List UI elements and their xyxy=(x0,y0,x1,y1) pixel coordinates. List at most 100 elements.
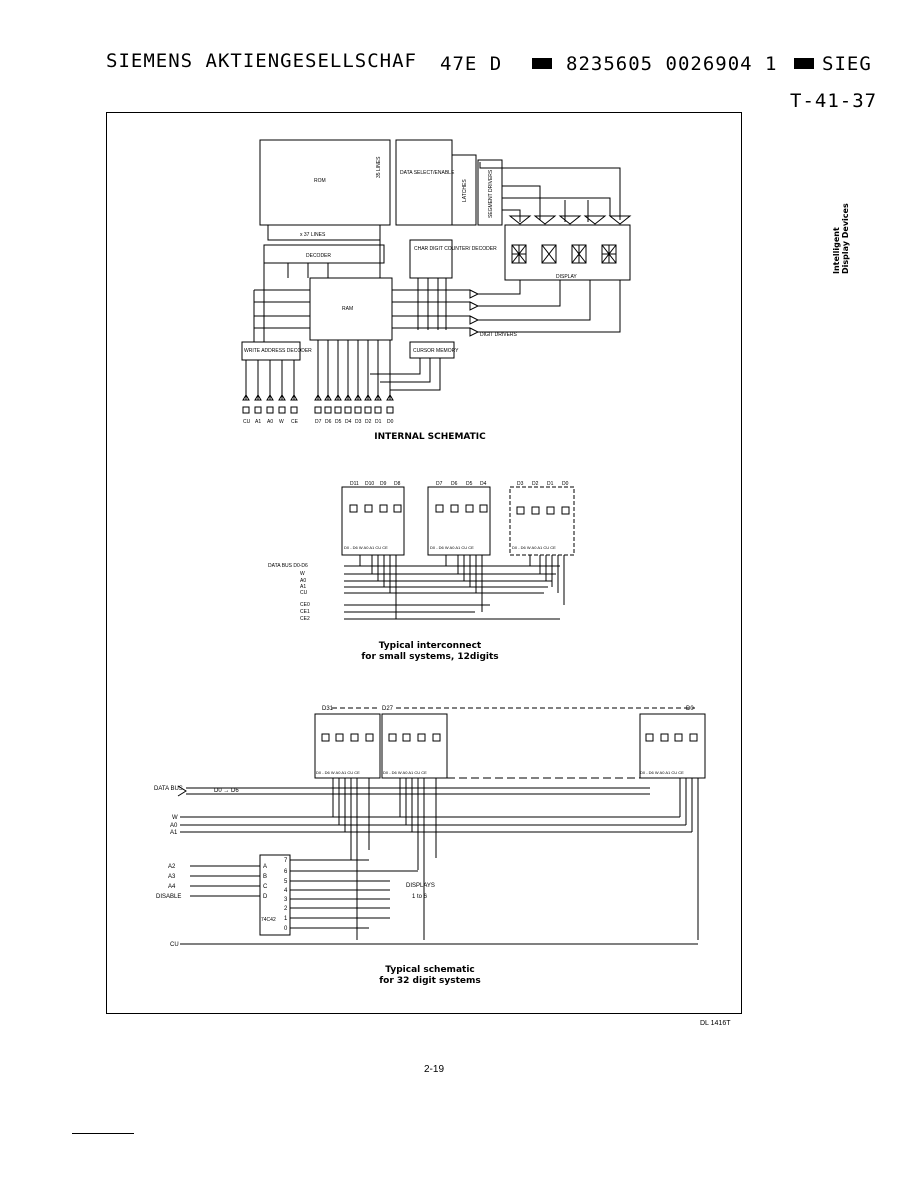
data-select-label: DATA SELECT/ENABLE xyxy=(400,170,455,176)
char-counter-block xyxy=(409,239,453,279)
data-select-block xyxy=(395,139,453,226)
decoder-output-label: 5 xyxy=(284,879,288,885)
decoder-input-label: A2 xyxy=(168,864,176,870)
bus-range-label: D0 → D6 xyxy=(214,788,239,794)
pin-label: D7 xyxy=(315,419,322,425)
decoder-output-label: 3 xyxy=(284,897,288,903)
digit-label: D4 xyxy=(480,481,487,487)
page-number: 2-19 xyxy=(424,1064,445,1075)
displays-range-label: 1 to 6 xyxy=(412,894,428,900)
signal-label: A1 xyxy=(170,830,178,836)
write-decoder-label: WRITE ADDRESS DECODER xyxy=(244,348,312,354)
segment-drivers-block xyxy=(477,159,503,226)
decoder-output-label: 4 xyxy=(284,888,288,894)
digit-label: D6 xyxy=(451,481,458,487)
chip-d31 xyxy=(314,713,381,779)
digit-label: D3 xyxy=(517,481,524,487)
decoder-output-label: 1 xyxy=(284,916,288,922)
decoder-name-label: 74C42 xyxy=(261,917,276,923)
pin-label: CU xyxy=(243,419,251,425)
pin-label: D0 xyxy=(387,419,394,425)
pin-label: D6 xyxy=(325,419,332,425)
figure-frame xyxy=(106,112,742,1014)
decoder-label: DECODER xyxy=(306,253,331,259)
pin-label: W xyxy=(279,419,284,425)
signal-label: CE0 xyxy=(300,602,310,608)
system32-caption-line1: Typical schematic xyxy=(385,965,475,975)
chip-label: D0 xyxy=(686,706,694,712)
cursor-block xyxy=(409,341,455,359)
chip-d3-d0 xyxy=(509,486,575,556)
ram-block xyxy=(309,277,393,341)
decoder-output-label: 6 xyxy=(284,869,288,875)
interconnect-diagram: D11 D10 D9 D8 D7 D6 D5 D4 D3 D2 D1 D0 D0… xyxy=(268,481,575,622)
latches-block xyxy=(451,154,477,226)
digit-label: D5 xyxy=(466,481,473,487)
header-numbers: 8235605 0026904 1 xyxy=(566,53,778,75)
write-decoder-block xyxy=(241,341,301,361)
chip-pins-label: D0 - D6 W A0 A1 CU CE xyxy=(344,545,388,550)
chip-d11-d8 xyxy=(341,486,405,556)
decoder-output-label: 0 xyxy=(284,926,288,932)
chip-d7-d4 xyxy=(427,486,491,556)
decoder-output-label: 7 xyxy=(284,858,288,864)
header-ref: T-41-37 xyxy=(790,90,878,112)
footer-rule xyxy=(72,1133,134,1134)
decoder-input-label: A3 xyxy=(168,874,176,880)
decoder-74c42 xyxy=(259,854,291,936)
figure-ref: DL 1416T xyxy=(700,1020,731,1027)
chip-label: D27 xyxy=(382,706,394,712)
decoder-input-label: A4 xyxy=(168,884,176,890)
signal-label: A0 xyxy=(170,823,178,829)
chip-d0 xyxy=(639,713,706,779)
header-company: SIEMENS AKTIENGESELLSCHAF xyxy=(106,50,417,72)
digit-drivers-label: DIGIT DRIVERS xyxy=(480,332,518,338)
cursor-label: CURSOR MEMORY xyxy=(413,348,459,354)
header-sieg: SIEG xyxy=(822,53,872,75)
decoder-output-label: 2 xyxy=(284,906,288,912)
interconnect-caption-line2: for small systems, 12digits xyxy=(361,652,499,662)
rom-lines-label: 35 LINES xyxy=(376,156,382,178)
decoder-pin-label: A xyxy=(263,864,267,870)
char-counter-label: CHAR DIGIT COUNTER/ DECODER xyxy=(414,246,497,252)
signal-label: A0 xyxy=(300,578,306,584)
header-block-mark-2 xyxy=(794,58,814,69)
pin-label: D3 xyxy=(355,419,362,425)
digit-label: D7 xyxy=(436,481,443,487)
digit-label: D9 xyxy=(380,481,387,487)
cu-label: CU xyxy=(170,942,179,948)
pin-label: D2 xyxy=(365,419,372,425)
pin-label: D4 xyxy=(345,419,352,425)
digit-label: D1 xyxy=(547,481,554,487)
digit-label: D10 xyxy=(365,481,374,487)
digit-label: D0 xyxy=(562,481,569,487)
signal-label: A1 xyxy=(300,584,306,590)
signal-label: CE1 xyxy=(300,609,310,615)
digit-label: D8 xyxy=(394,481,401,487)
chip-pins-label: D0 - D6 W A0 A1 CU CE xyxy=(316,770,360,775)
decoder-block xyxy=(263,244,385,264)
side-tab-line2: Display Devices xyxy=(841,203,850,274)
displays-label: DISPLAYS xyxy=(406,883,435,889)
seg-drivers-label: SEGMENT DRIVERS xyxy=(488,169,494,218)
header-block-mark xyxy=(532,58,552,69)
system32-diagram: D31 D27 D0 D0 - D6 W A0 A1 CU CE D0 - D6… xyxy=(154,706,706,948)
latches-label: LATCHES xyxy=(462,179,468,202)
chip-label: D31 xyxy=(322,706,334,712)
display-block xyxy=(504,224,631,281)
pin-label: D1 xyxy=(375,419,382,425)
internal-caption: INTERNAL SCHEMATIC xyxy=(374,432,486,442)
chip-pins-label: D0 - D6 W A0 A1 CU CE xyxy=(640,770,684,775)
rom-label: ROM xyxy=(314,178,326,184)
internal-schematic: ROM 35 LINES DATA SELECT/ENABLE LATCHES … xyxy=(241,139,632,425)
side-tab: Intelligent Display Devices xyxy=(832,203,850,274)
decoder-pin-label: D xyxy=(263,894,268,900)
chip-pins-label: D0 - D6 W A0 A1 CU CE xyxy=(512,545,556,550)
decoder-pin-label: B xyxy=(263,874,267,880)
display-label: DISPLAY xyxy=(556,274,577,280)
x37-label: x 37 LINES xyxy=(300,232,326,238)
system32-caption-line2: for 32 digit systems xyxy=(379,976,481,986)
digit-label: D11 xyxy=(350,481,359,487)
chip-d27 xyxy=(381,713,448,779)
signal-label: DATA BUS D0-D6 xyxy=(268,563,308,569)
